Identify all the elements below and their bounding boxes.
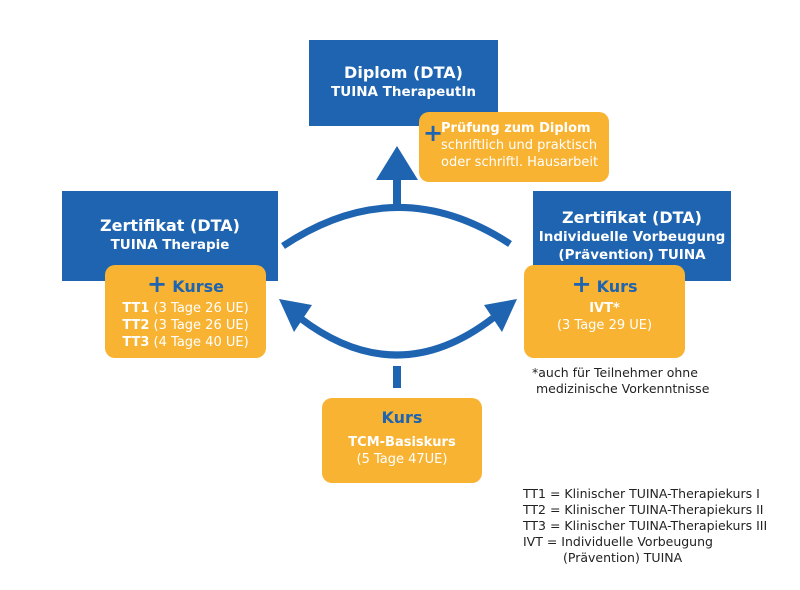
legend-item: TT1 = Klinischer TUINA-Therapiekurs I (523, 486, 760, 501)
top-arc (281, 204, 512, 249)
kurse-left-box: + Kurse TT1 (3 Tage 26 UE) TT2 (3 Tage 2… (105, 265, 266, 358)
bottom-arc (297, 315, 496, 359)
left-arrow-head (279, 299, 312, 332)
zertifikat-right-line2: (Prävention) TUINA (558, 247, 706, 263)
basiskurs-title: Kurs (381, 408, 423, 427)
pruefung-box: + Prüfung zum Diplom schriftlich und pra… (419, 112, 609, 182)
zertifikat-left-subtitle: TUINA Therapie (110, 237, 230, 253)
legend-item: TT2 = Klinischer TUINA-Therapiekurs II (523, 502, 764, 517)
footnote: *auch für Teilnehmer ohne medizinische V… (532, 365, 709, 397)
zertifikat-left-title: Zertifikat (DTA) (100, 216, 240, 235)
kurs-right-box: + Kurs IVT* (3 Tage 29 UE) (524, 265, 685, 358)
kurse-left-item: TT1 (3 Tage 26 UE) (122, 301, 249, 316)
pruefung-title: Prüfung zum Diplom (441, 121, 591, 136)
plus-icon: + (571, 270, 592, 298)
footnote-line1: *auch für Teilnehmer ohne (532, 365, 698, 380)
basiskurs-detail: (5 Tage 47UE) (356, 452, 448, 467)
kurs-right-code: IVT* (589, 301, 620, 316)
kurse-left-title: Kurse (172, 277, 224, 296)
basiskurs-box: Kurs TCM-Basiskurs (5 Tage 47UE) (322, 398, 482, 483)
kurse-left-item: TT3 (4 Tage 40 UE) (122, 335, 249, 350)
zertifikat-right-title: Zertifikat (DTA) (562, 208, 702, 227)
pruefung-line1: schriftlich und praktisch (441, 138, 598, 153)
diplom-title: Diplom (DTA) (344, 63, 463, 82)
basiskurs-name: TCM-Basiskurs (348, 435, 456, 450)
legend-item: IVT = Individuelle Vorbeugung (523, 534, 713, 549)
kurse-left-item: TT2 (3 Tage 26 UE) (122, 318, 249, 333)
pruefung-line2: oder schriftl. Hausarbeit (441, 155, 599, 170)
legend-item: (Prävention) TUINA (563, 550, 683, 565)
right-arrow-head (484, 299, 517, 332)
plus-icon: + (147, 270, 168, 298)
footnote-line2: medizinische Vorkenntnisse (536, 381, 710, 396)
kurs-right-title: Kurs (596, 277, 638, 296)
diplom-box: Diplom (DTA) TUINA TherapeutIn (309, 40, 498, 126)
kurs-right-detail: (3 Tage 29 UE) (556, 318, 653, 333)
zertifikat-right-line1: Individuelle Vorbeugung (538, 229, 726, 245)
plus-icon: + (423, 119, 444, 147)
legend: TT1 = Klinischer TUINA-Therapiekurs I TT… (523, 486, 767, 566)
diplom-arrow-head (376, 146, 418, 180)
diplom-subtitle: TUINA TherapeutIn (331, 84, 476, 100)
legend-item: TT3 = Klinischer TUINA-Therapiekurs III (523, 518, 768, 533)
